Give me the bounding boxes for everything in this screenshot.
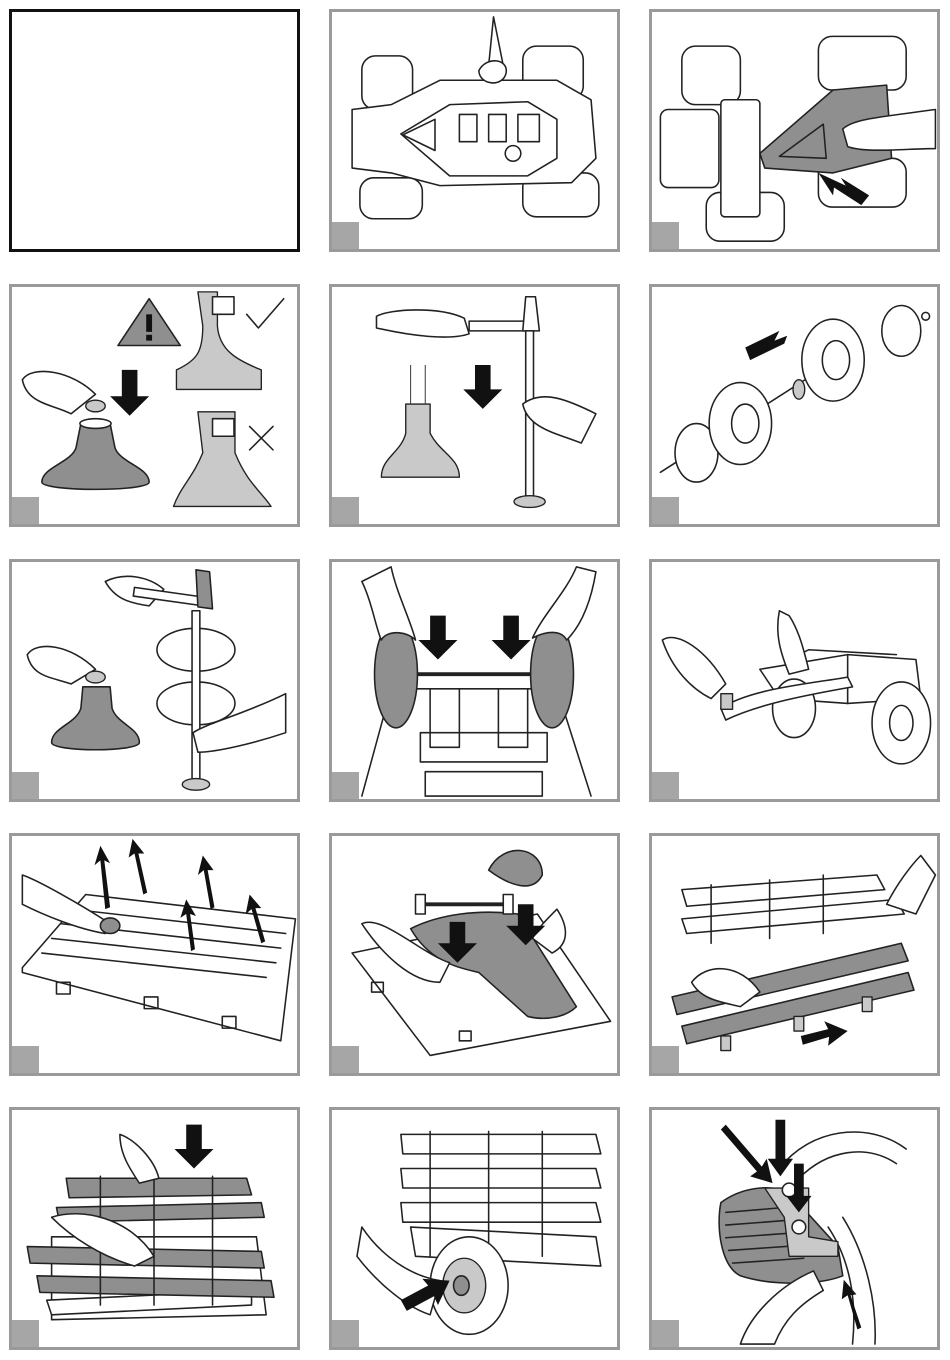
step-number-badge xyxy=(652,497,679,524)
step-number-badge xyxy=(332,772,359,799)
arrow-icon xyxy=(198,856,215,910)
screwdriver-icon xyxy=(479,17,506,83)
arrow-icon xyxy=(768,1120,793,1177)
step-number-badge xyxy=(12,497,39,524)
step-panel-hammer-axle xyxy=(9,559,300,802)
arrow-icon xyxy=(174,1125,213,1169)
hammer-icon xyxy=(469,297,539,331)
warning-icon xyxy=(118,299,180,346)
step-panel-remove-plugs xyxy=(9,833,300,1076)
step-panel-remove-cover xyxy=(649,9,940,252)
step-panel-press-rails xyxy=(9,1107,300,1350)
mount-wheels-illustration xyxy=(332,562,617,799)
step-number-badge xyxy=(652,222,679,249)
step-panel-clip-bracket xyxy=(649,1107,940,1350)
arrow-icon xyxy=(492,616,531,660)
attach-drawbar-illustration xyxy=(652,562,937,799)
hammer-cap-illustration xyxy=(332,287,617,524)
arrow-icon xyxy=(129,839,148,895)
step-number-badge xyxy=(332,222,359,249)
hammer-axle-illustration xyxy=(12,562,297,799)
step-number-badge xyxy=(332,1320,359,1347)
step-panel-remove-screws xyxy=(329,9,620,252)
blank-panel xyxy=(9,9,300,252)
step-panel-push-hubcap xyxy=(329,1107,620,1350)
step-number-badge xyxy=(652,772,679,799)
step-number-badge xyxy=(12,1046,39,1073)
arrow-icon xyxy=(801,1021,848,1045)
arrow-icon xyxy=(463,365,502,409)
push-hubcap-illustration xyxy=(332,1110,617,1347)
arrow-icon xyxy=(418,616,457,660)
press-rails-illustration xyxy=(12,1110,297,1347)
step-number-badge xyxy=(12,772,39,799)
check-icon xyxy=(247,299,284,328)
quad-underside-illustration xyxy=(332,12,617,249)
wheel-exploded-illustration xyxy=(652,287,937,524)
step-panel-slide-rails xyxy=(649,833,940,1076)
step-panel-attach-drawbar xyxy=(649,559,940,802)
step-number-badge xyxy=(332,497,359,524)
step-panel-hammer-cap xyxy=(329,284,620,527)
step-panel-wheel-assembly xyxy=(649,284,940,527)
step-number-badge xyxy=(12,1320,39,1347)
step-number-badge xyxy=(652,1320,679,1347)
arrow-icon xyxy=(745,331,787,360)
step-number-badge xyxy=(332,1046,359,1073)
step-panel-cap-orientation xyxy=(9,284,300,527)
step-panel-fit-axle-frame xyxy=(329,833,620,1076)
slide-rails-illustration xyxy=(652,836,937,1073)
remove-plugs-illustration xyxy=(12,836,297,1073)
step-panel-mount-wheels xyxy=(329,559,620,802)
arrow-icon xyxy=(110,370,149,416)
cap-orientation-illustration xyxy=(12,287,297,524)
hammer-icon xyxy=(105,570,212,609)
arrow-icon xyxy=(721,1125,773,1184)
quad-cover-illustration xyxy=(652,12,937,249)
bolt-icon xyxy=(721,694,733,710)
clip-bracket-illustration xyxy=(652,1110,937,1347)
cross-icon xyxy=(250,426,273,449)
step-number-badge xyxy=(652,1046,679,1073)
fit-axle-frame-illustration xyxy=(332,836,617,1073)
